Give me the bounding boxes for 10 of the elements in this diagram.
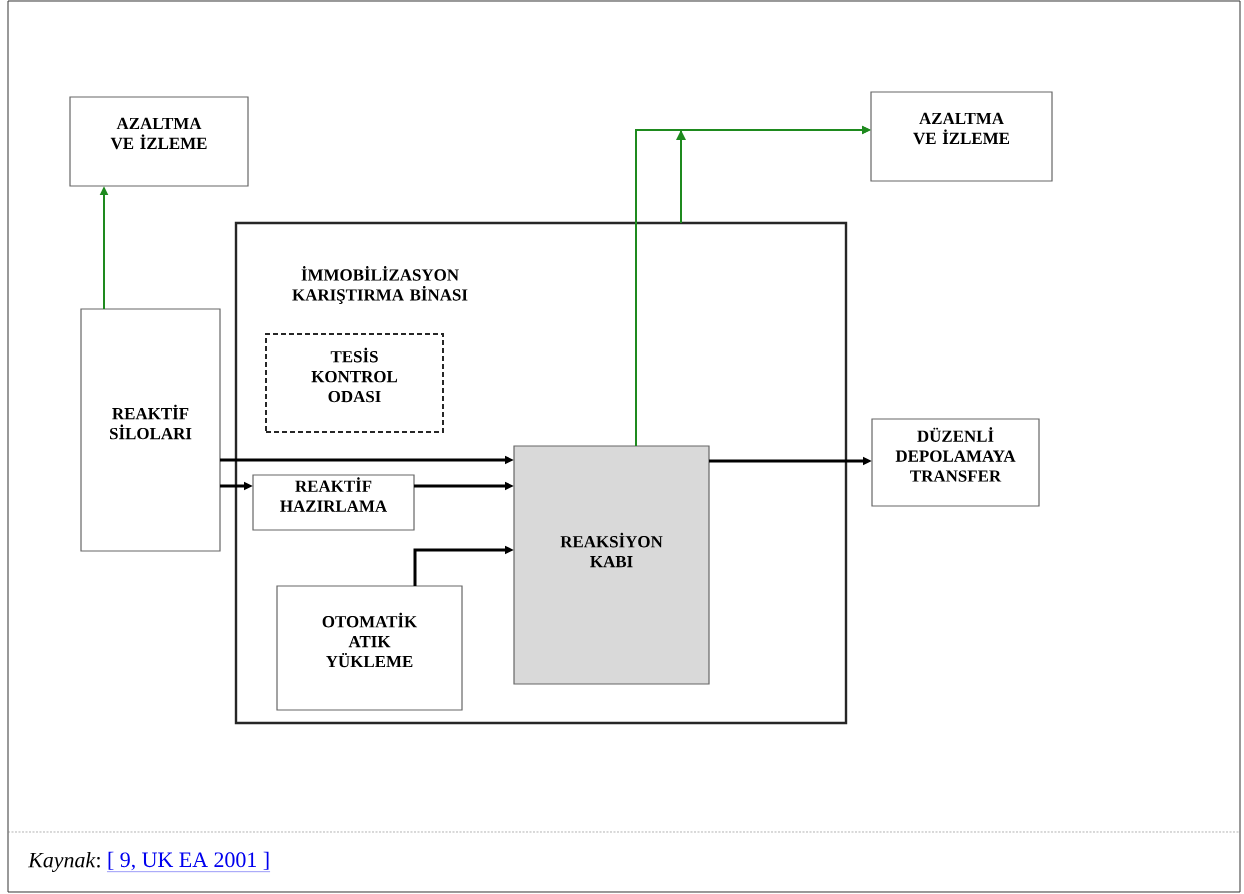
process-box: AZALTMA VE İZLEME bbox=[870, 91, 1053, 182]
reference-link: [ 9, UK EA 2001 ] bbox=[106, 851, 271, 872]
vessel-box: REAKSİYON KABI bbox=[513, 445, 710, 685]
process-box: OTOMATİK ATIK YÜKLEME bbox=[276, 585, 463, 711]
process-box: AZALTMA VE İZLEME bbox=[69, 96, 249, 187]
process-box: DÜZENLİ DEPOLAMAYA TRANSFER bbox=[871, 418, 1040, 507]
caption: Kaynak: bbox=[27, 852, 100, 872]
process-box: REAKTİF SİLOLARI bbox=[80, 308, 221, 552]
process-box: REAKTİF HAZIRLAMA bbox=[252, 474, 415, 531]
room-box: TESİS KONTROL ODASI bbox=[265, 333, 444, 433]
